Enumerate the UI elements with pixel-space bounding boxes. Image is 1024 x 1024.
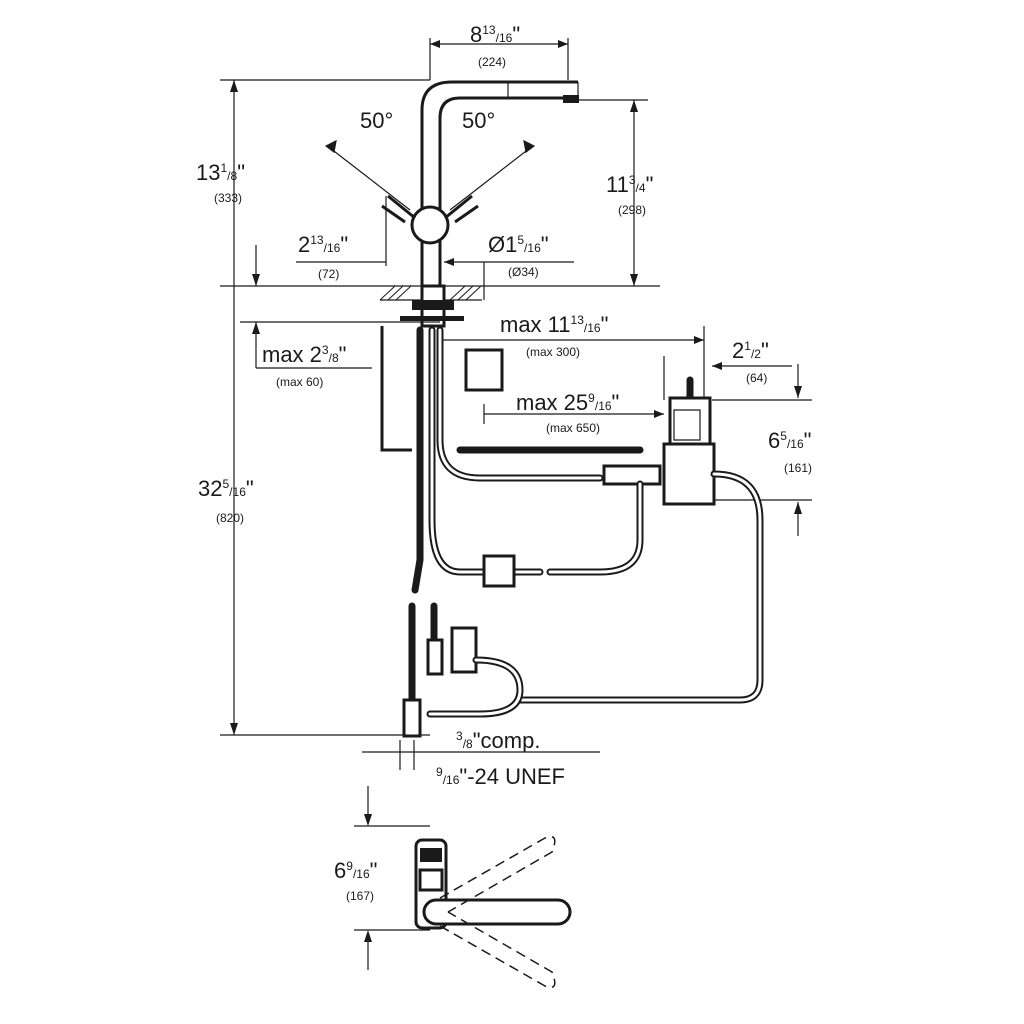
- hose-length-value: max 259/16": [516, 390, 619, 415]
- spout-height-value: 113/4": [606, 172, 653, 197]
- dimension-labels: 813/16" (224) 131/8" (333) 50° 50° 113/4…: [196, 22, 812, 903]
- total-height-value: 325/16": [198, 476, 254, 501]
- top-width-mm: (224): [478, 55, 506, 69]
- box-height-value: 65/16": [768, 428, 811, 453]
- side-width-value: 21/2": [732, 338, 769, 363]
- side-width-mm: (64): [746, 371, 767, 385]
- unef-connection: 9/16"-24 UNEF: [436, 764, 565, 789]
- top-width-value: 813/16": [470, 22, 520, 47]
- left-height-value: 131/8": [196, 160, 245, 185]
- max-reach-mm: (max 300): [526, 345, 580, 359]
- angle-right: 50°: [462, 108, 495, 133]
- diameter-mm: (Ø34): [508, 265, 539, 279]
- lever-hub: [410, 205, 450, 245]
- diameter-value: Ø15/16": [488, 232, 549, 257]
- plumbing: [380, 326, 764, 738]
- bottom-height-value: 69/16": [334, 858, 377, 883]
- mixing-valve: [450, 626, 478, 674]
- total-height-mm: (820): [216, 511, 244, 525]
- bottom-height-mm: (167): [346, 889, 374, 903]
- hose-weight: [482, 554, 516, 588]
- comp-connection: 3/8"comp.: [456, 728, 540, 753]
- max-reach-value: max 1113/16": [500, 312, 608, 337]
- deck-thickness-mm: (max 60): [276, 375, 323, 389]
- lever-height-value: 213/16": [298, 232, 348, 257]
- angle-left: 50°: [360, 108, 393, 133]
- box-height-mm: (161): [784, 461, 812, 475]
- faucet-side-view: [220, 80, 660, 328]
- faucet-top-view: [414, 835, 572, 989]
- deck-thickness-value: max 23/8": [262, 342, 346, 367]
- left-height-mm: (333): [214, 191, 242, 205]
- hose-length-mm: (max 650): [546, 421, 600, 435]
- lever-height-mm: (72): [318, 267, 339, 281]
- dimension-lines: [220, 38, 812, 970]
- spout-height-mm: (298): [618, 203, 646, 217]
